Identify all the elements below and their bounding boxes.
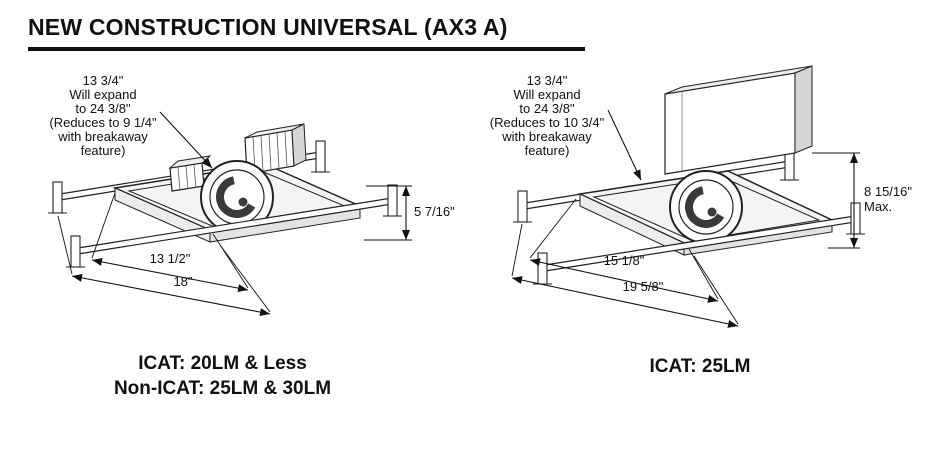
overall-depth-dimension bbox=[511, 223, 739, 328]
note-line: with breakaway bbox=[502, 129, 592, 144]
left-caption-line-1: ICAT: 20LM & Less bbox=[138, 353, 307, 374]
note-line: Will expand bbox=[513, 87, 581, 102]
note-line: 13 3/4" bbox=[526, 73, 568, 88]
note-line: (Reduces to 9 1/4" bbox=[49, 115, 157, 130]
right-caption-line-1: ICAT: 25LM bbox=[649, 356, 751, 377]
left-caption-line-2: Non-ICAT: 25LM & 30LM bbox=[113, 378, 332, 399]
right-height-dim-value: 8 15/16" bbox=[864, 184, 912, 199]
height-dimension bbox=[364, 185, 412, 241]
right-figure-drawing bbox=[511, 65, 865, 328]
light-module bbox=[200, 160, 274, 234]
right-height-dim-label: 8 15/16" Max. bbox=[864, 184, 912, 214]
note-line: feature) bbox=[80, 143, 126, 158]
overall-depth-dimension bbox=[57, 215, 271, 317]
right-pan-depth-dim-label: 15 1/8" bbox=[603, 253, 645, 268]
note-line: to 24 3/8" bbox=[75, 101, 131, 116]
driver-box bbox=[244, 123, 307, 175]
title-rule bbox=[28, 47, 585, 51]
right-height-dim-suffix: Max. bbox=[864, 199, 893, 214]
note-line: (Reduces to 10 3/4" bbox=[489, 115, 605, 130]
note-line: 13 3/4" bbox=[82, 73, 124, 88]
right-figure-caption: ICAT: 25LM bbox=[565, 354, 835, 379]
right-overall-depth-dim-label: 19 5/8" bbox=[622, 279, 664, 294]
height-dimension bbox=[812, 152, 860, 249]
expansion-leader-arrow bbox=[159, 111, 213, 169]
left-expansion-note: 13 3/4" Will expand to 24 3/8" (Reduces … bbox=[28, 74, 178, 158]
note-line: to 24 3/8" bbox=[519, 101, 575, 116]
light-module bbox=[669, 170, 743, 244]
front-hanger-bar bbox=[66, 184, 402, 268]
note-line: feature) bbox=[524, 143, 570, 158]
note-line: with breakaway bbox=[58, 129, 148, 144]
left-overall-depth-dim-label: 18" bbox=[173, 274, 193, 289]
left-pan-depth-dim-label: 13 1/2" bbox=[149, 251, 191, 266]
left-figure-drawing bbox=[48, 111, 412, 317]
right-expansion-note: 13 3/4" Will expand to 24 3/8" (Reduces … bbox=[468, 74, 626, 158]
pan-left-flange bbox=[114, 187, 211, 243]
left-height-dim-label: 5 7/16" bbox=[414, 204, 455, 219]
pan-left-flange bbox=[579, 193, 685, 256]
expansion-leader-arrow bbox=[607, 109, 642, 181]
junction-box bbox=[168, 155, 212, 192]
left-figure-caption: ICAT: 20LM & Less Non-ICAT: 25LM & 30LM bbox=[55, 351, 390, 401]
note-line: Will expand bbox=[69, 87, 137, 102]
page-title: NEW CONSTRUCTION UNIVERSAL (AX3 A) bbox=[28, 14, 508, 40]
plenum-box bbox=[664, 65, 813, 175]
